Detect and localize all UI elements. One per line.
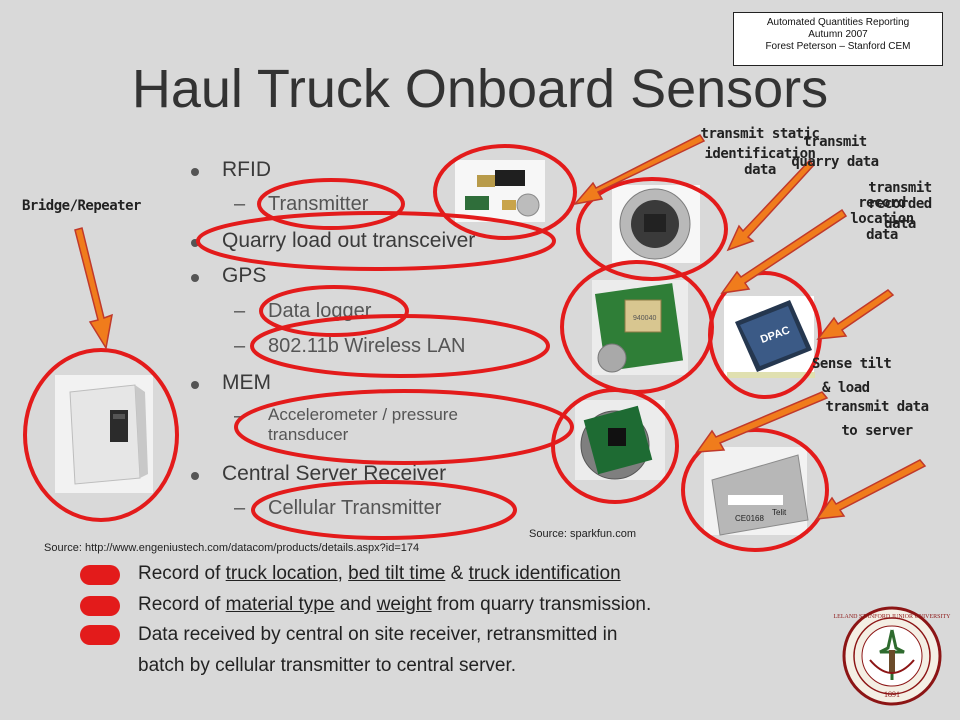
pointer-arrows (74, 134, 927, 520)
info-line-3: Forest Peterson – Stanford CEM (765, 41, 911, 52)
label-record-location-line2: location data (850, 211, 914, 243)
highlight-ellipses (23, 144, 829, 552)
svg-text:940040: 940040 (633, 315, 656, 322)
bullet-server: Central Server Receiver (222, 462, 447, 485)
accelerometer-photo (575, 400, 665, 480)
label-transmit-quarry-line1: transmit (803, 134, 867, 150)
legend-line-3a: Data received by central on site receive… (138, 624, 618, 645)
label-transmit-quarry-line2: quarry data (791, 154, 879, 170)
stanford-seal: 1891 LELAND STANFORD JUNIOR UNIVERSITY (833, 606, 951, 706)
label-transmit-static: transmit static identification data (690, 126, 830, 178)
bullet-dot (191, 168, 199, 176)
bullet-gps: GPS (222, 264, 267, 287)
bullet-dot (191, 472, 199, 480)
legend-underlined: truck identification (468, 563, 621, 584)
bullet-dot (191, 239, 199, 247)
label-sense-tilt-line2: & load (822, 380, 870, 396)
dash: – (234, 300, 246, 322)
dash: – (234, 193, 246, 215)
rfid-photo (455, 160, 545, 222)
sub-wireless-lan: 802.11b Wireless LAN (268, 335, 466, 357)
label-transmit-recorded: transmit recorded data (855, 180, 945, 232)
dash: – (234, 405, 246, 427)
course-info-box: Automated Quantities Reporting Autumn 20… (733, 12, 943, 66)
seal-text: LELAND STANFORD JUNIOR UNIVERSITY (833, 614, 951, 620)
sub-accelerometer-line2: transducer (268, 425, 349, 444)
info-line-1: Automated Quantities Reporting (766, 17, 910, 28)
legend-underlined: material type (225, 594, 335, 615)
seal-year: 1891 (884, 690, 900, 699)
bullet-rfid: RFID (222, 158, 271, 181)
legend-text: Record of (138, 594, 226, 615)
legend-pills (80, 565, 120, 645)
legend-text: & (445, 563, 469, 584)
gps-photo: 940040 (592, 280, 688, 375)
bullet-dot (191, 381, 199, 389)
sub-cellular: Cellular Transmitter (268, 497, 442, 519)
sub-accelerometer-line1: Accelerometer / pressure (268, 405, 458, 424)
label-transmit-recorded-line1: transmit (868, 180, 932, 196)
dpac-photo: DPAC (724, 296, 815, 378)
legend-line-1: Record of truck location, bed tilt time … (138, 563, 621, 585)
sub-transmitter: Transmitter (268, 193, 369, 215)
legend-text: and (334, 594, 377, 615)
bullet-dot (191, 274, 199, 282)
label-transmit-server-line1: transmit data (825, 399, 929, 415)
legend-line-3b: batch by cellular transmitter to central… (138, 655, 517, 676)
source-engenius: Source: http://www.engeniustech.com/data… (44, 542, 420, 554)
ce-label: CE0168 (735, 514, 764, 523)
source-sparkfun: Source: sparkfun.com (529, 528, 636, 540)
bullet-mem: MEM (222, 371, 271, 394)
label-sense-tilt: Sense tilt & load (812, 356, 892, 396)
label-transmit-server-line2: to server (841, 423, 913, 439)
quarry-transceiver-photo (612, 185, 700, 263)
label-record-location: record location data (832, 195, 932, 243)
legend-underlined: truck location (225, 563, 338, 584)
label-transmit-recorded-line2: recorded (868, 196, 932, 212)
label-transmit-recorded-line3: data (884, 216, 916, 232)
bullet-quarry: Quarry load out transceiver (222, 229, 476, 252)
info-line-2: Autumn 2007 (808, 29, 868, 40)
dash: – (234, 335, 246, 357)
label-sense-tilt-line1: Sense tilt (812, 356, 892, 372)
legend-underlined: weight (376, 594, 432, 615)
label-transmit-quarry: transmit quarry data (780, 134, 890, 170)
label-transmit-server: transmit data to server (822, 399, 932, 439)
legend-line-2: Record of material type and weight from … (138, 594, 651, 616)
slide-title: Haul Truck Onboard Sensors (131, 59, 829, 119)
legend-underlined: bed tilt time (348, 563, 446, 584)
label-transmit-static-line1: transmit static (700, 126, 820, 142)
label-bridge-repeater: Bridge/Repeater (22, 198, 141, 214)
label-transmit-static-line2: identification data (704, 146, 816, 178)
legend-text: from quarry transmission. (431, 594, 652, 615)
sub-accelerometer: Accelerometer / pressure transducer (268, 405, 458, 445)
dash: – (234, 497, 246, 519)
telit-label: Telit (772, 508, 787, 517)
legend-text: , (337, 563, 349, 584)
cellular-photo: CE0168 Telit (704, 447, 809, 536)
label-record-location-line1: record (858, 195, 906, 211)
legend-text: Record of (138, 563, 226, 584)
router-photo (55, 375, 153, 493)
